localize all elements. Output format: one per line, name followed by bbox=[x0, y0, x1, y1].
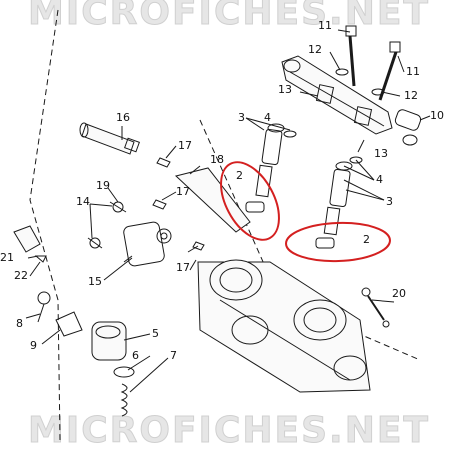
callout-5: 5 bbox=[152, 327, 159, 340]
o-ring-6 bbox=[113, 366, 135, 378]
callout-16: 16 bbox=[116, 111, 130, 124]
seal-2-right bbox=[315, 237, 335, 249]
watermark-top: MICROFICHES.NET bbox=[28, 0, 430, 34]
idle-valve-5 bbox=[91, 321, 127, 361]
callout-17-low: 17 bbox=[176, 261, 190, 274]
clip-17-b bbox=[152, 199, 167, 210]
callout-8: 8 bbox=[16, 317, 23, 330]
highlight-ring-left bbox=[220, 161, 280, 241]
callout-11-right: 11 bbox=[406, 65, 420, 78]
hose-16 bbox=[79, 122, 140, 155]
adjuster-20 bbox=[361, 287, 390, 328]
bolt-11-left bbox=[345, 25, 357, 87]
clip-22 bbox=[34, 255, 47, 263]
callout-2-right: 2 bbox=[363, 233, 370, 246]
callout-12-left: 12 bbox=[308, 43, 322, 56]
callout-22: 22 bbox=[14, 269, 28, 282]
callout-17-mid: 17 bbox=[176, 185, 190, 198]
callout-3-left: 3 bbox=[238, 111, 245, 124]
callout-13-left: 13 bbox=[278, 83, 292, 96]
fuel-rail bbox=[281, 55, 422, 146]
callout-6: 6 bbox=[132, 349, 139, 362]
bolt-11-right bbox=[378, 41, 401, 101]
bolt-8 bbox=[37, 291, 51, 323]
callout-19: 19 bbox=[96, 179, 110, 192]
callout-2-left: 2 bbox=[236, 169, 243, 182]
callout-11-left: 11 bbox=[318, 19, 332, 32]
callout-3-right: 3 bbox=[386, 195, 393, 208]
callout-18: 18 bbox=[210, 153, 224, 166]
sensor-15 bbox=[123, 221, 172, 267]
callout-4-left: 4 bbox=[264, 111, 271, 124]
bracket-9 bbox=[55, 311, 83, 337]
clip-17-c bbox=[192, 241, 205, 251]
callout-15: 15 bbox=[88, 275, 102, 288]
callout-4-right: 4 bbox=[376, 173, 383, 186]
callout-12-right: 12 bbox=[404, 89, 418, 102]
callout-13-right: 13 bbox=[374, 147, 388, 160]
callout-9: 9 bbox=[30, 339, 37, 352]
callout-17-top: 17 bbox=[178, 139, 192, 152]
seal-2-left bbox=[245, 201, 265, 213]
watermark-bottom: MICROFICHES.NET bbox=[28, 410, 430, 452]
callout-14: 14 bbox=[76, 195, 90, 208]
injector-right bbox=[323, 156, 363, 236]
leader-lines bbox=[25, 29, 431, 393]
clip-17-a bbox=[156, 157, 171, 168]
callout-21: 21 bbox=[0, 251, 14, 264]
injector-left bbox=[255, 123, 297, 198]
screw-19 bbox=[109, 201, 127, 213]
washer-12-left bbox=[335, 68, 349, 76]
screw-14 bbox=[87, 237, 103, 249]
highlight-ring-right bbox=[285, 221, 391, 263]
callout-7: 7 bbox=[170, 349, 177, 362]
dashed-frame-left bbox=[29, 9, 61, 441]
throttle-body bbox=[197, 259, 371, 393]
callout-10: 10 bbox=[430, 109, 444, 122]
dashed-frame-right bbox=[199, 119, 421, 361]
cap-21 bbox=[13, 225, 41, 253]
spring-7 bbox=[120, 383, 128, 417]
callout-20: 20 bbox=[392, 287, 406, 300]
